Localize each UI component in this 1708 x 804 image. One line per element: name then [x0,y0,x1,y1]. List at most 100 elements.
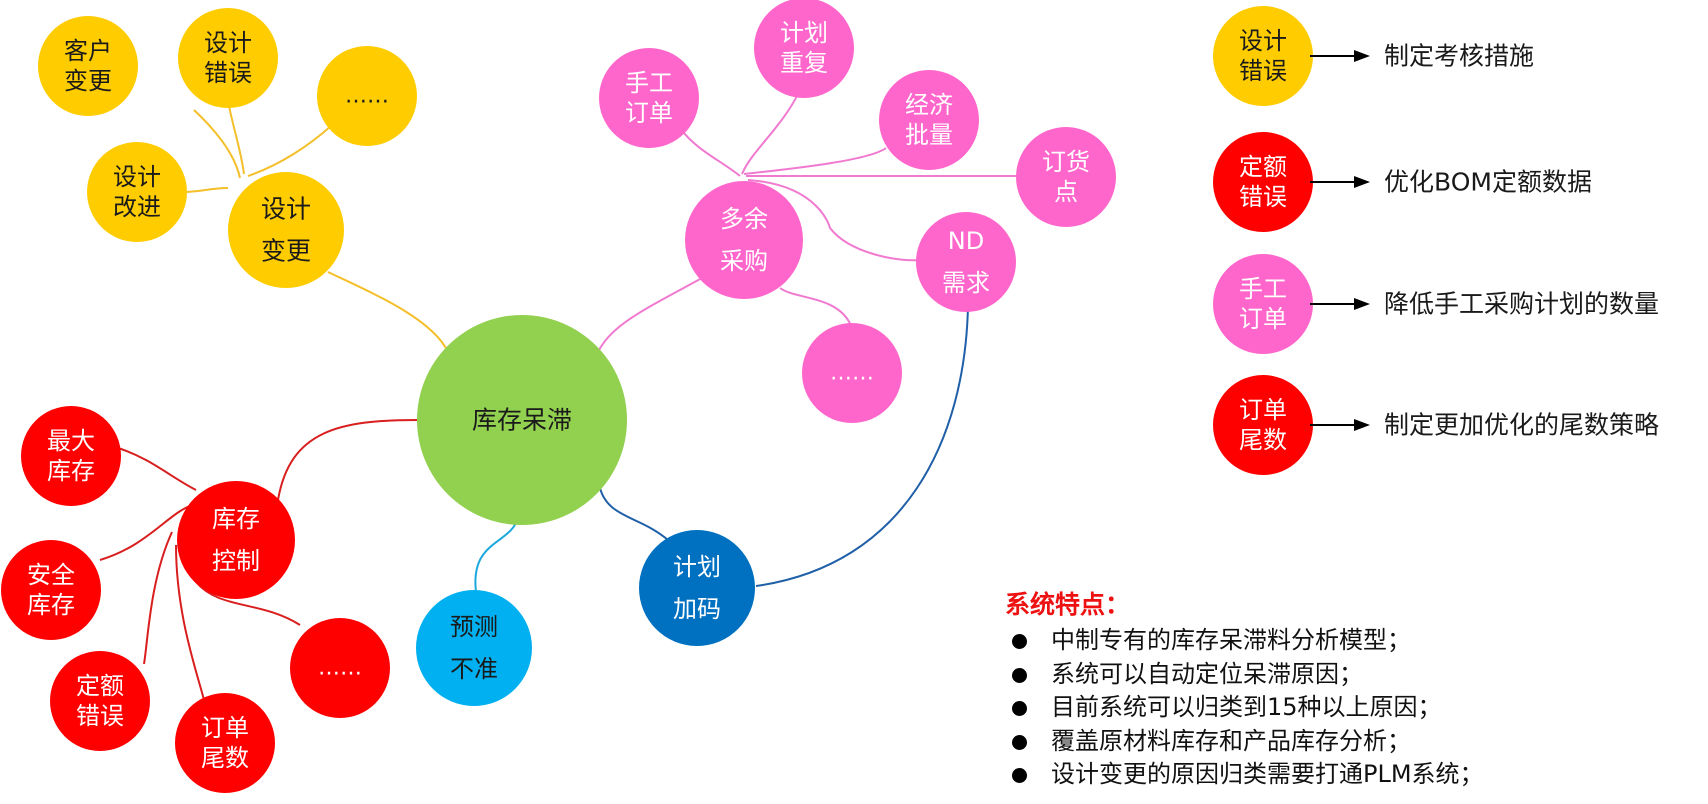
feature-item: 覆盖原材料库存和产品库存分析； [1005,725,1695,759]
node-design-improve-label: 设计 [113,163,161,191]
node-order-point-label: 点 [1054,178,1078,206]
legend-node-label: 手工 [1239,275,1287,303]
node-max-stock-label: 库存 [47,457,95,485]
node-economic-batch-label: 经济 [905,91,953,119]
link-excess-purchase-ellipsis [779,287,853,329]
action-legend: 设计错误制定考核措施定额错误优化BOM定额数据手工订单降低手工采购计划的数量订单… [1213,6,1659,475]
features-list: 中制专有的库存呆滞料分析模型； 系统可以自动定位呆滞原因； 目前系统可以归类到1… [1005,624,1695,792]
link-design-change-customer-change [193,109,241,179]
node-design-change-ellipsis-label: …… [345,84,389,109]
node-inventory-control-circle [177,481,295,599]
node-safety-stock-circle [1,540,101,640]
node-design-improve-label: 改进 [113,193,161,221]
node-design-change-ellipsis: …… [317,46,417,146]
node-quota-error-label: 定额 [76,672,124,700]
feature-item: 中制专有的库存呆滞料分析模型； [1005,624,1695,658]
node-plan-extra-label: 加码 [673,595,721,623]
node-design-error-circle [178,8,278,108]
node-forecast-inaccurate-label: 预测 [450,613,498,641]
node-order-tail-label: 尾数 [201,744,249,772]
system-features: 系统特点： 中制专有的库存呆滞料分析模型； 系统可以自动定位呆滞原因； 目前系统… [1005,588,1695,792]
node-quota-error-circle [50,651,150,751]
node-design-change-label: 设计 [261,195,311,224]
legend-action-text: 制定更加优化的尾数策略 [1384,411,1659,440]
mindmap-links [99,89,1018,709]
node-max-stock-circle [21,406,121,506]
legend-node-label: 尾数 [1239,426,1287,454]
link-center-plan-extra [599,487,669,541]
node-design-change-ellipsis-circle [317,46,417,146]
bullet-icon [1012,768,1027,783]
legend-node-circle [1213,375,1313,475]
node-plan-extra-label: 计划 [673,553,721,581]
legend-node-circle [1213,132,1313,232]
feature-text: 中制专有的库存呆滞料分析模型； [1051,626,1411,654]
link-inventory-control-quota-error [143,531,173,665]
link-plan-extra-nd-demand [755,305,969,587]
bullet-icon [1012,734,1027,750]
node-order-tail-circle [175,693,275,793]
link-center-design-change [327,271,449,353]
node-customer-change-label: 客户 [64,37,112,65]
center-node-inventory-stagnation: 库存呆滞 [417,315,627,525]
arrow-right-icon [1354,176,1370,188]
link-center-forecast [474,517,519,593]
node-excess-purchase-ellipsis: …… [802,323,902,423]
node-nd-demand-circle [916,212,1016,312]
node-order-point-circle [1016,127,1116,227]
link-center-inventory-control [277,419,419,501]
bullet-icon [1012,634,1027,649]
node-inventory-control-ellipsis: …… [290,618,390,718]
node-order-point: 订货点 [1016,127,1116,227]
node-inventory-control-label: 库存 [212,505,260,533]
feature-item: 目前系统可以归类到15种以上原因； [1005,691,1695,725]
link-excess-purchase-manual-order [679,127,741,177]
node-safety-stock-label: 安全 [27,561,75,589]
node-plan-extra-circle [639,530,755,646]
feature-item: 系统可以自动定位呆滞原因； [1005,658,1695,692]
node-quota-error-label: 错误 [76,702,124,730]
feature-text: 覆盖原材料库存和产品库存分析； [1051,726,1411,755]
node-design-change-label: 变更 [261,237,311,266]
node-customer-change-label: 变更 [64,67,112,95]
link-inventory-control-order-tail [175,544,207,709]
node-design-improve-circle [87,142,187,242]
node-order-point-label: 订货 [1042,148,1090,176]
feature-text: 设计变更的原因归类需要打通PLM系统； [1051,760,1484,788]
center-node-inventory-stagnation-circle [417,315,627,525]
bullet-icon [1012,701,1027,716]
node-plan-repeat-label: 计划 [780,19,828,47]
node-plan-repeat-circle [754,0,854,98]
node-design-error-label: 设计 [204,29,252,57]
arrow-right-icon [1354,298,1370,310]
arrow-right-icon [1354,50,1370,62]
link-design-change-design-improve [183,187,229,193]
link-design-change-ellipsis [247,124,333,177]
node-order-tail-label: 订单 [201,714,249,742]
features-title: 系统特点： [1005,590,1131,619]
feature-text: 系统可以自动定位呆滞原因； [1051,659,1363,688]
node-nd-demand-label: 需求 [942,269,990,297]
legend-node-label: 设计 [1239,27,1287,55]
link-excess-purchase-economic-batch [743,147,887,175]
node-design-change: 设计变更 [228,172,344,288]
legend-node-label: 定额 [1239,153,1287,181]
center-node-inventory-stagnation-label: 库存呆滞 [472,406,572,435]
legend-node-label: 订单 [1239,396,1287,424]
node-excess-purchase-label: 多余 [720,205,768,233]
